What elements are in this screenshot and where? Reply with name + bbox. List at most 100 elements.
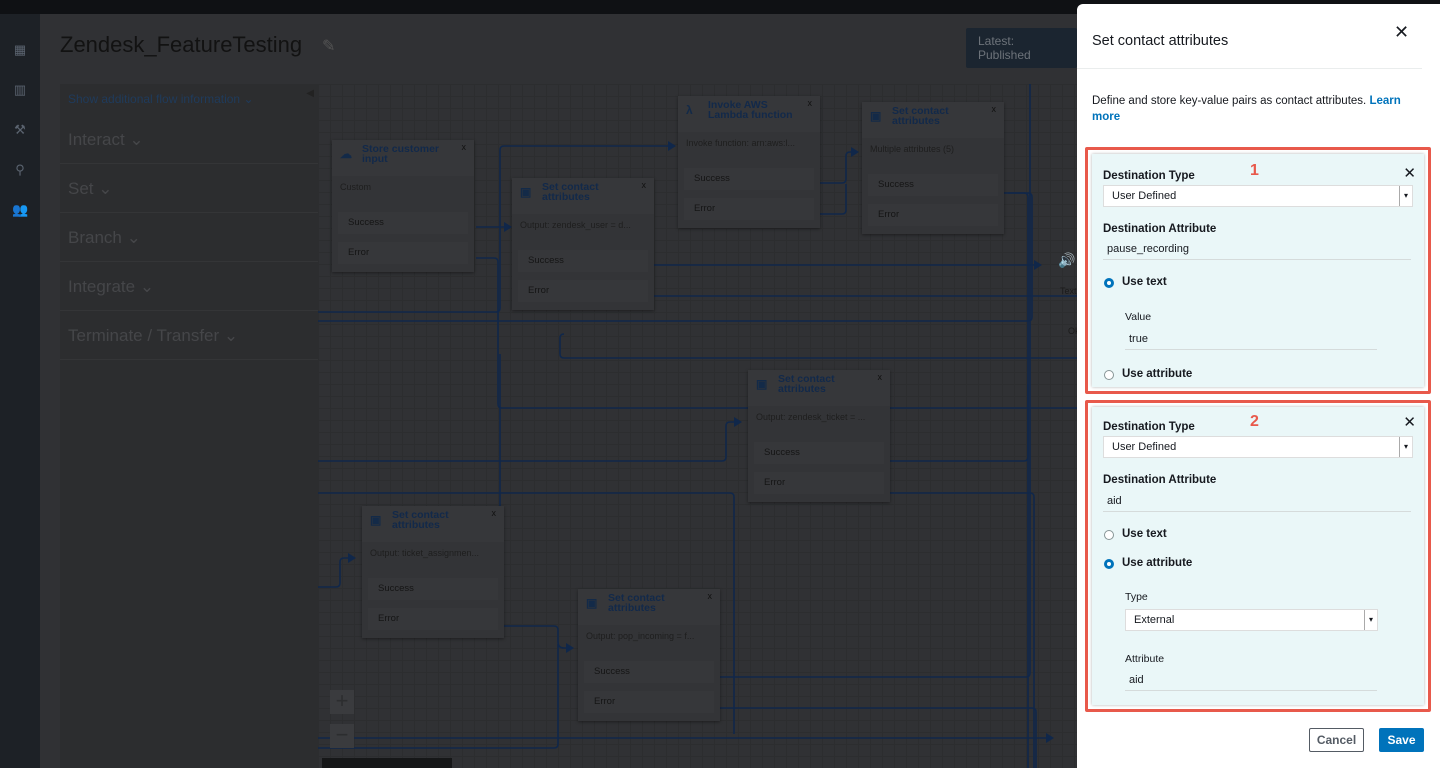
learn-more-link[interactable]: Learn more	[1092, 95, 1401, 123]
block-subtitle: Invoke function: arn:aws:l...	[686, 138, 796, 148]
partial-block-label: Text	[1060, 286, 1077, 296]
contact-attributes-icon: ▣	[586, 596, 598, 610]
delete-block-icon[interactable]: x	[877, 372, 883, 382]
dashboard-icon[interactable]: ▦	[13, 42, 27, 57]
category-label: Set	[68, 179, 94, 198]
type-label: Type	[1125, 591, 1148, 603]
category-terminate-transfer[interactable]: Terminate / Transfer ⌄	[60, 312, 318, 360]
block-title: Set contact attributes	[892, 105, 949, 127]
branch-error[interactable]: Error	[684, 198, 814, 220]
destination-type-select[interactable]: User Defined▾	[1103, 185, 1413, 207]
attribute-input[interactable]: aid	[1125, 671, 1377, 691]
destination-attribute-label: Destination Attribute	[1103, 223, 1217, 235]
delete-block-icon[interactable]: x	[807, 98, 813, 108]
block-subtitle: Output: zendesk_user = d...	[520, 220, 631, 230]
cloud-icon: ☁	[340, 147, 352, 161]
category-branch[interactable]: Branch ⌄	[60, 214, 318, 262]
flow-title: Zendesk_FeatureTesting	[60, 32, 303, 57]
connector	[818, 151, 856, 184]
destination-attribute-input[interactable]: pause_recording	[1103, 240, 1411, 260]
branch-error[interactable]: Error	[338, 242, 468, 264]
use-attribute-radio[interactable]	[1104, 559, 1114, 569]
lambda-icon: λ	[686, 103, 693, 117]
category-interact[interactable]: Interact ⌄	[60, 116, 318, 164]
block-subtitle: Multiple attributes (5)	[870, 144, 955, 154]
category-label: Terminate / Transfer	[68, 326, 220, 345]
show-flow-info-link[interactable]: Show additional flow information ⌄	[68, 92, 254, 106]
category-set[interactable]: Set ⌄	[60, 165, 318, 213]
cancel-button[interactable]: Cancel	[1309, 728, 1364, 752]
branch-success[interactable]: Success	[338, 212, 468, 234]
branch-success[interactable]: Success	[584, 661, 714, 683]
use-text-radio[interactable]	[1104, 530, 1114, 540]
branch-error[interactable]: Error	[868, 204, 998, 226]
attribute-group-1: Destination Type 1 ✕ User Defined▾ Desti…	[1085, 147, 1431, 394]
flow-designer: Zendesk_FeatureTesting ✎ Latest: Publish…	[40, 14, 1078, 768]
zoom-in-button[interactable]: +	[330, 690, 354, 714]
destination-attribute-input[interactable]: aid	[1103, 492, 1411, 512]
contact-attributes-icon: ▣	[520, 185, 532, 199]
collapse-sidebar-icon[interactable]: ◀	[306, 88, 314, 99]
block-subtitle: Custom	[340, 182, 372, 192]
category-label: Interact	[68, 130, 125, 149]
arrow-head	[1046, 733, 1054, 743]
panel-description: Define and store key-value pairs as cont…	[1092, 93, 1422, 125]
save-button[interactable]: Save	[1379, 728, 1424, 752]
contact-attributes-icon: ▣	[756, 377, 768, 391]
use-text-radio[interactable]	[1104, 278, 1114, 288]
remove-group-icon[interactable]: ✕	[1403, 414, 1416, 431]
arrow-head	[734, 417, 742, 427]
edit-pencil-icon[interactable]: ✎	[322, 38, 336, 55]
group-number: 2	[1250, 413, 1259, 430]
block-subtitle: Output: ticket_assignmen...	[370, 548, 480, 558]
connector	[318, 557, 352, 588]
branch-success[interactable]: Success	[518, 250, 648, 272]
metrics-icon[interactable]: ▥	[13, 82, 27, 97]
category-integrate[interactable]: Integrate ⌄	[60, 263, 318, 311]
channels-icon[interactable]: ⚲	[15, 162, 25, 177]
minimap[interactable]	[322, 758, 452, 768]
branch-success[interactable]: Success	[368, 578, 498, 600]
delete-block-icon[interactable]: x	[991, 104, 997, 114]
use-attribute-label[interactable]: Use attribute	[1122, 557, 1193, 569]
value-input[interactable]: true	[1125, 330, 1377, 350]
remove-group-icon[interactable]: ✕	[1403, 165, 1416, 182]
partial-block-branch[interactable]: Ok	[1068, 326, 1078, 336]
delete-block-icon[interactable]: x	[491, 508, 497, 518]
branch-error[interactable]: Error	[368, 608, 498, 630]
use-attribute-label[interactable]: Use attribute	[1122, 368, 1193, 380]
users-icon[interactable]: 👥	[12, 202, 29, 217]
show-info-label: Show additional flow information	[68, 92, 241, 106]
divider	[1077, 68, 1422, 69]
zoom-out-button[interactable]: −	[330, 724, 354, 748]
branch-error[interactable]: Error	[754, 472, 884, 494]
use-text-label[interactable]: Use text	[1122, 528, 1167, 540]
delete-block-icon[interactable]: x	[461, 142, 467, 152]
branch-success[interactable]: Success	[684, 168, 814, 190]
branch-error[interactable]: Error	[584, 691, 714, 713]
arrow-head	[1034, 260, 1042, 270]
connector	[318, 644, 559, 749]
delete-block-icon[interactable]: x	[641, 180, 647, 190]
routing-icon[interactable]: ⚒	[14, 122, 26, 137]
use-attribute-radio[interactable]	[1104, 370, 1114, 380]
close-icon[interactable]: ✕	[1394, 22, 1410, 42]
destination-attribute-label: Destination Attribute	[1103, 474, 1217, 486]
branch-error[interactable]: Error	[518, 280, 648, 302]
use-text-label[interactable]: Use text	[1122, 276, 1167, 288]
delete-block-icon[interactable]: x	[707, 591, 713, 601]
type-select[interactable]: External▾	[1125, 609, 1378, 631]
branch-success[interactable]: Success	[868, 174, 998, 196]
branch-success[interactable]: Success	[754, 442, 884, 464]
description-text: Define and store key-value pairs as cont…	[1092, 95, 1367, 107]
block-subtitle: Output: pop_incoming = f...	[586, 631, 695, 641]
destination-type-select[interactable]: User Defined▾	[1103, 436, 1413, 458]
